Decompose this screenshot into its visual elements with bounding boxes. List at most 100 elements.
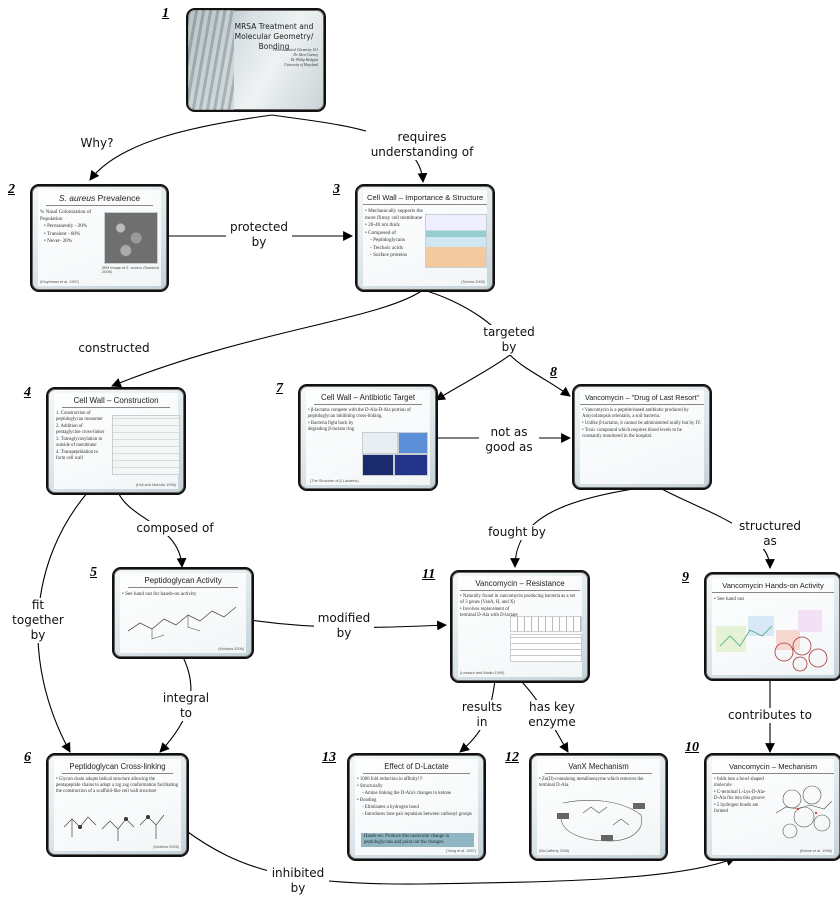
node-1-subtitle-line: Dr. Philip Hudgins (290, 58, 318, 62)
link-label-constructed: constructed (76, 341, 152, 356)
node-11-number: 11 (422, 567, 436, 582)
node-3-slide[interactable]: Cell Wall – Importance & Structure • Mec… (355, 184, 495, 292)
node-1-subtitle-line: Dr. Sheri Gurney (293, 53, 318, 57)
link-inhibited-by (184, 829, 736, 885)
link-fought-by (510, 487, 641, 568)
node-12-slide[interactable]: VanX Mechanism • Zn(II)-containing metal… (529, 753, 668, 861)
node-2-caption: SEM image of S. aureus (Rowland 2006) (102, 266, 159, 274)
structure-image (398, 432, 428, 454)
bullet: • Composed of (365, 229, 396, 236)
bullet: 2. Addition of pentaglycine cross-linker (56, 423, 105, 435)
node-11-title: Vancomycin – Resistance (460, 579, 580, 591)
bullet: • Toxic compound which requires blood le… (582, 427, 682, 439)
node-9-number: 9 (682, 570, 689, 585)
vancomycin-structure (716, 610, 828, 672)
bullet: • 20-40 nm thick (365, 222, 400, 228)
vanx-mechanism-diagram (557, 800, 645, 842)
node-11-slide[interactable]: Vancomycin – Resistance • Naturally foun… (450, 570, 590, 683)
bullet: • See hand out (714, 596, 744, 602)
bullet: • Naturally found in vancomycin producin… (460, 594, 576, 605)
link-label-protected-by: protected by (226, 220, 292, 250)
node-6-slide[interactable]: Peptidoglycan Cross-linking • Glycan cha… (46, 753, 189, 857)
peptidoglycan-structure (128, 606, 237, 640)
crosslink-structure (63, 814, 165, 841)
link-label-structured-as: structured as (732, 519, 808, 549)
bullet: • Permanently - 20% (44, 223, 88, 229)
node-4-cite: (Hull and Nicholls 1998) (135, 483, 176, 487)
link-why (89, 114, 273, 181)
resistance-diagram (510, 634, 582, 662)
link-label-modified-by: modified by (314, 611, 374, 641)
node-8-number: 8 (550, 365, 557, 380)
construction-diagram (112, 415, 180, 475)
bullet: • Zn(II)-containing metalloenzyme which … (539, 777, 644, 788)
bullet: • Vancomycin is a peptide-based antibiot… (582, 408, 689, 419)
node-7-number: 7 (276, 381, 283, 396)
link-label-fit-together: fit together by (8, 598, 68, 643)
node-6-cite: (Molview 2006) (153, 845, 179, 849)
bullet: • Involves replacement of terminal D-Ala… (460, 606, 518, 618)
node-12-cite: (McCafferty 2006) (539, 849, 570, 853)
mechanism-structure (775, 785, 833, 839)
bullet: • Never- 20% (44, 238, 73, 244)
link-label-fought-by: fought by (486, 525, 548, 540)
node-4-number: 4 (24, 385, 31, 400)
node-10-cite: (Kahne et al. 1998) (799, 849, 832, 853)
node-8-slide[interactable]: Vancomycin – "Drug of Last Resort" • Van… (572, 384, 712, 490)
link-label-integral-to: integral to (158, 691, 214, 721)
link-label-contributes-to: contributes to (726, 708, 814, 723)
bullet: ◦ Surface proteins (370, 252, 407, 258)
node-5-slide[interactable]: Peptidoglycan Activity • See hand out fo… (112, 567, 254, 659)
link-constructed (111, 289, 424, 388)
node-3-cite: (Tortora 2006) (461, 280, 485, 284)
bullet: • Bonding (357, 797, 377, 803)
link-targeted-by-8 (509, 354, 571, 397)
bullet: • Mechanically supports the more flimsy … (365, 208, 423, 221)
node-10-number: 10 (685, 740, 699, 755)
bullet: • Bacteria fight back by degrading β-lac… (308, 420, 355, 432)
node-12-number: 12 (505, 750, 519, 765)
sem-image (104, 212, 158, 264)
bullet: • Unlike β-lactams, it cannot be adminis… (582, 420, 702, 426)
link-label-results-in: results in (455, 700, 509, 730)
node-13-cite: (Yang et al. 1997) (446, 849, 476, 853)
node-4-title: Cell Wall – Construction (62, 396, 170, 408)
node-2-number: 2 (8, 182, 15, 197)
node-13-slide[interactable]: Effect of D-Lactate • 1000 fold reductio… (347, 753, 486, 861)
node-5-cite: (Molview 2006) (218, 647, 244, 651)
bullet: • 1000 fold reduction in affinity!!! (357, 777, 423, 782)
resistance-diagram (510, 616, 582, 632)
cell-wall-diagram (425, 214, 487, 268)
node-9-title: Vancomycin Hands-on Activity (712, 581, 834, 593)
node-5-title: Peptidoglycan Activity (128, 576, 238, 588)
link-structured-as (659, 487, 775, 569)
bullet: 3. Transglycosylation to outside of memb… (56, 436, 103, 448)
node-1-title: MRSA Treatment and Molecular Geometry/ B… (234, 22, 314, 51)
node-10-slide[interactable]: Vancomycin – Mechanism • folds into a bo… (704, 753, 840, 861)
bullet: 4. Transpeptidation to form cell wall (56, 449, 98, 461)
node-1-slide[interactable]: MRSA Treatment and Molecular Geometry/ B… (186, 8, 326, 112)
node-2-cite: (Kluytmans et al. 1997) (40, 280, 80, 284)
bullet: • C-terminal L-Lys-D-Ala-D-Ala fits into… (714, 789, 766, 801)
structure-image (362, 432, 398, 454)
link-label-why: Why? (78, 136, 116, 151)
molecule-image (362, 454, 394, 476)
node-11-cite: (Lessard and Walsh 1999) (460, 671, 505, 675)
bullet: ◦ Introduces lone pair repulsion between… (362, 811, 472, 817)
bullet: ◦ Teichoic acids (370, 244, 403, 251)
node-9-slide[interactable]: Vancomycin Hands-on Activity • See hand … (704, 572, 840, 681)
node-13-highlight: Hands-on: Produce this molecular change … (361, 833, 474, 847)
node-7-title: Cell Wall – Antibiotic Target (314, 393, 422, 405)
node-5-number: 5 (90, 565, 97, 580)
bullet: ◦ Peptidoglycans (370, 237, 405, 243)
node-2-slide[interactable]: S. aureus Prevalence % Nasal Colonizatio… (30, 184, 169, 292)
node-7-slide[interactable]: Cell Wall – Antibiotic Target • β-lactam… (298, 384, 438, 491)
node-7-cite: (The Structure of β-Lactams) (310, 479, 359, 483)
bullet: ◦ Amine linking the D-Ala's changes to k… (362, 790, 452, 796)
node-10-title: Vancomycin – Mechanism (712, 762, 834, 774)
node-4-slide[interactable]: Cell Wall – Construction 1. Construction… (46, 387, 186, 495)
link-label-targeted-by: targeted by (479, 325, 539, 355)
node-1-subtitle-line: University of Maryland (284, 63, 318, 67)
node-1-subtitle-line: Pharmaceutical Chemistry 101 (273, 48, 318, 52)
